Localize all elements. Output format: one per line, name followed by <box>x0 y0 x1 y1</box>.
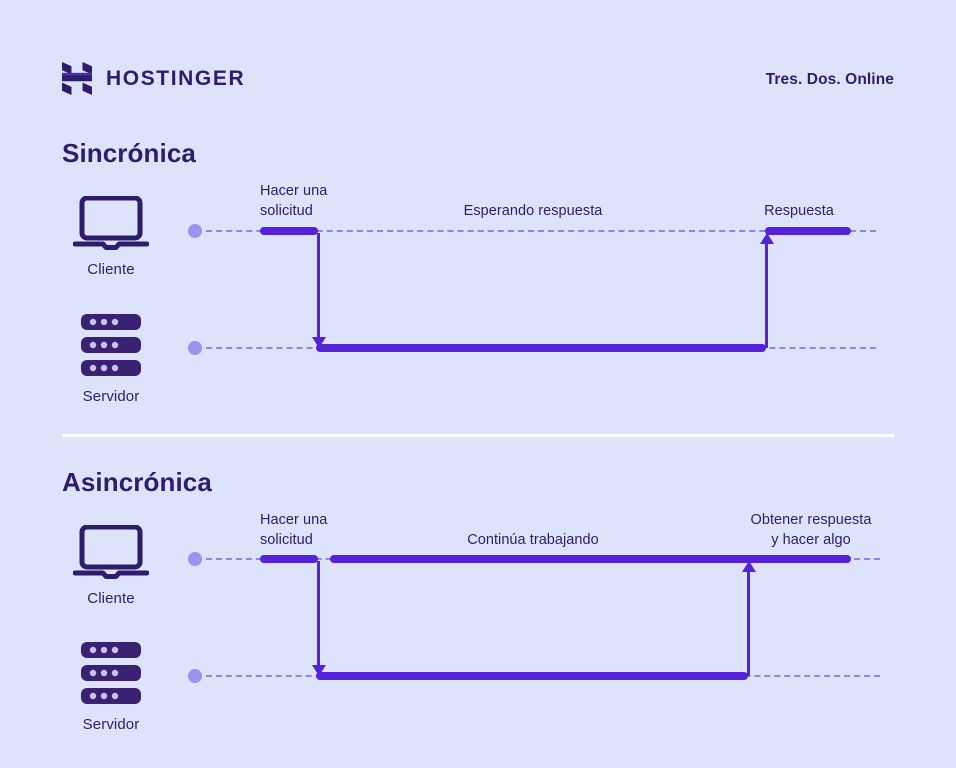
server-icon <box>46 641 176 707</box>
client-working-bar <box>330 555 851 563</box>
section-title-sincronica: Sincrónica <box>62 138 196 168</box>
server-processing-bar <box>316 672 748 680</box>
sincronica-response-caption: Respuesta <box>764 203 834 219</box>
server-start-dot <box>188 669 202 683</box>
asincronica-client-node: Cliente <box>46 525 176 607</box>
asincronica-response-caption: Obtener respuesta y hacer algo <box>750 512 872 548</box>
asincronica-client-label: Cliente <box>87 590 135 607</box>
laptop-icon <box>46 525 176 581</box>
client-response-bar <box>765 227 851 235</box>
sincronica-client-node: Cliente <box>46 196 176 278</box>
hostinger-h-logo-icon <box>62 62 92 95</box>
asincronica-request-caption: Hacer una solicitud <box>260 512 328 548</box>
asincronica-middle-caption: Continúa trabajando <box>467 532 599 548</box>
asincronica-server-label: Servidor <box>82 716 140 733</box>
page-header: HOSTINGER Tres. Dos. Online <box>62 62 894 102</box>
server-processing-bar <box>316 344 766 352</box>
sincronica-request-caption: Hacer una solicitud <box>260 183 328 219</box>
server-start-dot <box>188 341 202 355</box>
hostinger-logo: HOSTINGER <box>62 62 245 95</box>
client-start-dot <box>188 224 202 238</box>
sincronica-server-label: Servidor <box>82 388 140 405</box>
section-title-asincronica: Asincrónica <box>62 467 212 497</box>
brand-tagline: Tres. Dos. Online <box>765 71 894 88</box>
logo-wordmark: HOSTINGER <box>106 67 246 90</box>
client-request-bar <box>260 555 318 563</box>
sincronica-client-label: Cliente <box>87 261 135 278</box>
asincronica-server-node: Servidor <box>46 641 176 733</box>
sincronica-middle-caption: Esperando respuesta <box>463 203 603 219</box>
laptop-icon <box>46 196 176 252</box>
client-request-bar <box>260 227 318 235</box>
server-icon <box>46 313 176 379</box>
client-start-dot <box>188 552 202 566</box>
sincronica-server-node: Servidor <box>46 313 176 405</box>
client-dashed-timeline <box>196 230 876 232</box>
section-divider <box>62 434 894 437</box>
